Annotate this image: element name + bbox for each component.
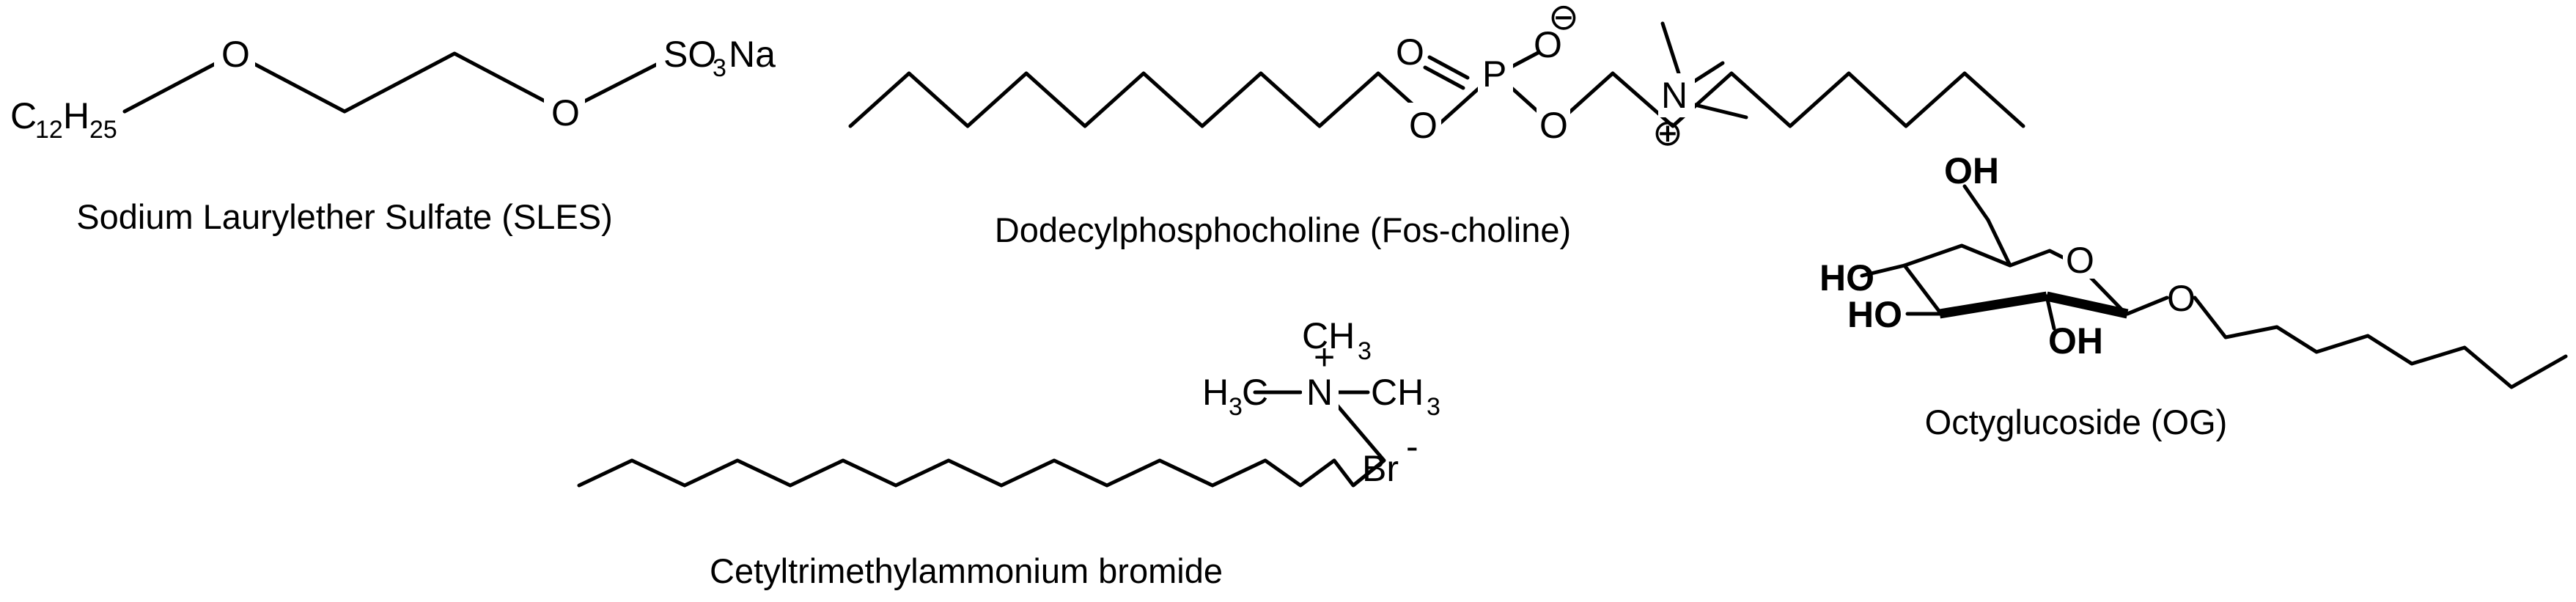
- sles-structure: C 12 H 25 O O SO 3 Na Sodium Laurylether…: [10, 29, 776, 236]
- ctab-caption: Cetyltrimethylammonium bromide: [710, 551, 1223, 590]
- foscholine-structure: O P O O ⊖ O N ⊕ Dodecylphosphocholine (F…: [848, 0, 2025, 249]
- ctab-skeleton: [577, 400, 1386, 488]
- ctab-methyl-left-h-count: 3: [1229, 393, 1243, 421]
- ctab-methyl-left-h: H: [1202, 372, 1229, 413]
- og-c2-oh-bond: [2045, 294, 2056, 331]
- ctab-methyl-top-h-count: 3: [1358, 337, 1372, 365]
- foscholine-negative-charge: ⊖: [1548, 0, 1579, 37]
- sles-chain-c: C: [10, 95, 37, 136]
- og-ring-upper: [1902, 243, 2081, 268]
- og-c6-oh-bond: [1962, 184, 1990, 222]
- foscholine-p-o-double-bond-b: [1423, 65, 1465, 90]
- foscholine-phosphorus: P: [1482, 54, 1506, 95]
- sles-sulfate-na: Na: [729, 34, 776, 75]
- foscholine-caption: Dodecylphosphocholine (Fos-choline): [995, 210, 1571, 249]
- og-ring-left: [1902, 263, 1943, 316]
- sles-chain-h-count: 25: [89, 116, 117, 144]
- sles-caption: Sodium Laurylether Sulfate (SLES): [76, 197, 612, 236]
- sles-skeleton: [122, 51, 680, 114]
- foscholine-p-o-double-bond-a: [1427, 55, 1470, 80]
- foscholine-ester-o1: O: [1409, 105, 1438, 146]
- og-ring-front-left: [1938, 291, 2048, 319]
- ctab-methyl-top: CH: [1302, 315, 1355, 356]
- foscholine-n-methyl-up: [1660, 21, 1681, 76]
- og-ring-front-right: [2045, 291, 2129, 319]
- ctab-plus: +: [1314, 337, 1335, 378]
- og-oh-top: OH: [1944, 150, 1999, 191]
- og-ring-o: O: [2066, 240, 2094, 281]
- ctab-bromide: Br: [1362, 448, 1399, 489]
- foscholine-anionic-o: O: [1534, 24, 1562, 65]
- og-oh-c2: OH: [2048, 320, 2103, 361]
- og-octyl-chain: [2193, 296, 2568, 389]
- ctab-minus: -: [1406, 426, 1418, 467]
- og-oh-c4: HO: [1819, 257, 1874, 298]
- sles-ether-o1: O: [221, 34, 250, 75]
- ctab-structure: CH 3 H 3 C N + CH 3 Br - Cetyltrimethyla…: [577, 315, 1440, 590]
- og-caption: Octyglucoside (OG): [1925, 403, 2228, 441]
- foscholine-n-methyl-down: [1684, 100, 1748, 120]
- ctab-nitrogen: N: [1306, 372, 1333, 413]
- ctab-methyl-right-h-count: 3: [1427, 393, 1440, 421]
- foscholine-nitrogen: N: [1661, 75, 1688, 116]
- og-c6-bond: [1986, 218, 2012, 268]
- sles-sulfate-o-count: 3: [713, 54, 726, 82]
- foscholine-oxo-o: O: [1396, 32, 1424, 73]
- og-glycosidic-o: O: [2167, 278, 2196, 319]
- foscholine-positive-charge: ⊕: [1652, 112, 1683, 153]
- sles-ether-o2: O: [551, 92, 580, 133]
- sles-chain-c-count: 12: [35, 116, 63, 144]
- ctab-methyl-left-c: C: [1242, 372, 1268, 413]
- og-glycosidic-bond: [2125, 296, 2169, 316]
- og-structure: OH O HO HO OH O Octyglucoside (OG): [1819, 150, 2568, 441]
- og-oh-c3: HO: [1847, 294, 1902, 335]
- ctab-methyl-right: CH: [1371, 372, 1424, 413]
- sles-chain-h: H: [63, 95, 89, 136]
- sles-sulfate-so: SO: [663, 34, 716, 75]
- og-c4-oh-bond: [1860, 263, 1907, 278]
- foscholine-ester-o2: O: [1539, 105, 1568, 146]
